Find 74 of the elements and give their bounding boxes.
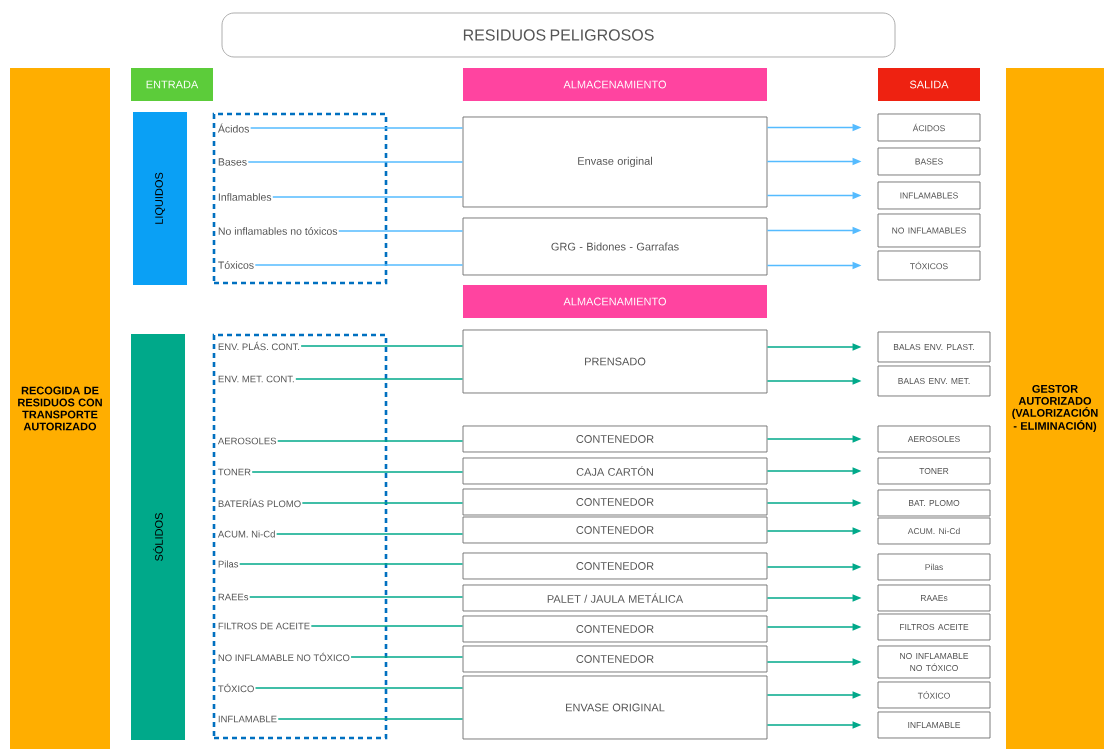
connector-line: [254, 687, 464, 689]
connector-line: [295, 378, 464, 380]
output-box: INFLAMABLE: [877, 711, 991, 739]
side-band: GESTOR AUTORIZADO (VALORIZACIÓN - ELIMINACIÓN): [1006, 68, 1104, 749]
connector-line: [276, 440, 464, 442]
connector-line: [350, 656, 464, 658]
storage-box: CONTENEDOR: [462, 516, 768, 544]
connector-line: [275, 533, 464, 535]
output-box: ÁCIDOS: [877, 113, 981, 142]
output-box: NO INFLAMABLE NO TÓXICO: [877, 645, 991, 679]
storage-box: CONTENEDOR: [462, 615, 768, 643]
connector-line: [310, 625, 464, 627]
output-box: BASES: [877, 147, 981, 176]
input-label: ENV. MET. CONT.: [218, 375, 294, 383]
output-box: ACUM. Ni-Cd: [877, 517, 991, 545]
connector-line: [249, 127, 464, 129]
input-label: AEROSOLES: [217, 437, 277, 445]
output-box: BALAS ENV. PLAST.: [877, 331, 991, 363]
input-label: INFLAMABLE: [218, 715, 277, 723]
dashed-frame: [212, 112, 388, 285]
dashed-frame: [212, 333, 388, 740]
output-box: AEROSOLES: [877, 425, 991, 453]
input-label: FILTROS DE ACEITE: [218, 622, 310, 630]
input-label: Tóxicos: [218, 261, 254, 269]
category-band: LIQUIDOS: [133, 112, 187, 285]
output-box: TONER: [877, 457, 991, 485]
connector-line: [300, 345, 464, 347]
connector-line: [238, 563, 464, 565]
input-label: RAEEs: [218, 593, 249, 601]
output-box: BALAS ENV. MET.: [877, 365, 991, 397]
storage-box: CONTENEDOR: [462, 488, 768, 516]
side-band: RECOGIDA DE RESIDUOS CON TRANSPORTE AUTORIZADO: [10, 68, 110, 749]
connector-line: [301, 502, 464, 504]
storage-box: PALET / JAULA METÁLICA: [462, 584, 768, 612]
connector-line: [249, 596, 464, 598]
input-label: ACUM. Ni-Cd: [217, 530, 275, 538]
input-label: Bases: [218, 158, 247, 166]
input-label: Ácidos: [217, 123, 250, 133]
storage-box: Envase original: [462, 116, 768, 208]
storage-box: PRENSADO: [462, 329, 768, 394]
output-box: INFLAMABLES: [877, 181, 981, 210]
storage-box: ENVASE ORIGINAL: [462, 675, 768, 740]
input-label: ENV. PLÁS. CONT.: [218, 341, 300, 351]
title-box: RESIDUOS PELIGROSOS: [221, 12, 896, 58]
connector-line: [277, 718, 464, 720]
column-header: ALMACENAMIENTO: [463, 285, 767, 318]
storage-box: GRG - Bidones - Garrafas: [462, 217, 768, 276]
category-band: SÓLIDOS: [131, 334, 185, 740]
output-box: BAT. PLOMO: [877, 489, 991, 517]
column-header: ENTRADA: [131, 68, 213, 101]
output-box: TÓXICO: [877, 681, 991, 709]
input-label: Inflamables: [218, 193, 272, 201]
output-box: TÓXICOS: [877, 250, 981, 281]
connector-line: [272, 196, 464, 198]
storage-box: CONTENEDOR: [462, 425, 768, 453]
column-header: ALMACENAMIENTO: [463, 68, 767, 101]
connector-line: [254, 264, 464, 266]
output-box: RAAEs: [877, 584, 991, 612]
input-label: TÓXICO: [218, 683, 254, 693]
input-label: TONER: [218, 468, 251, 476]
input-label: No inflamables no tóxicos: [218, 227, 338, 235]
output-box: Pilas: [877, 553, 991, 581]
storage-box: CONTENEDOR: [462, 645, 768, 673]
storage-box: CONTENEDOR: [462, 552, 768, 580]
input-label: NO INFLAMABLE NO TÓXICO: [218, 652, 350, 662]
connector-line: [247, 161, 464, 163]
output-box: NO INFLAMABLES: [877, 213, 981, 248]
input-label: BATERÍAS PLOMO: [218, 498, 301, 508]
output-box: FILTROS ACEITE: [877, 613, 991, 641]
column-header: SALIDA: [878, 68, 980, 101]
connector-line: [251, 471, 464, 473]
storage-box: CAJA CARTÓN: [462, 457, 768, 485]
connector-line: [338, 230, 464, 232]
input-label: Pilas: [218, 560, 239, 568]
